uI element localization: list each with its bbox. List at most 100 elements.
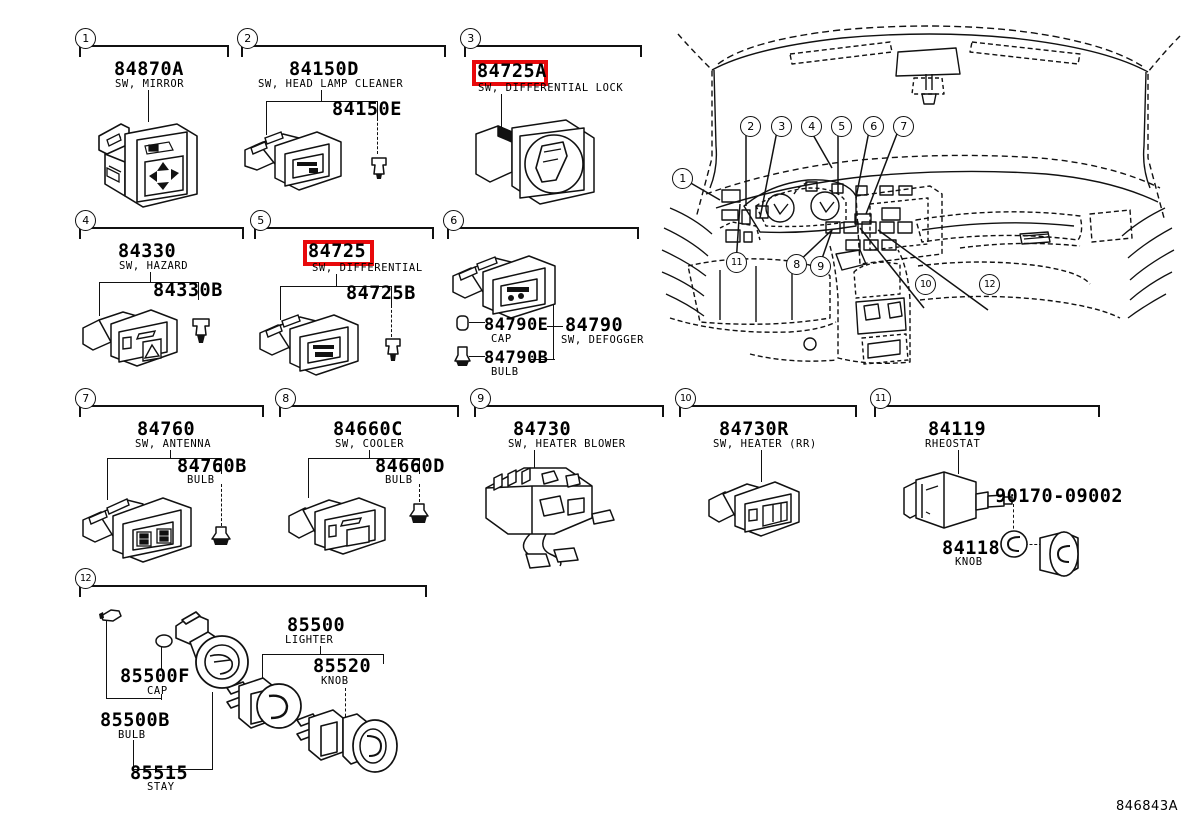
part-number-84730[interactable]: 84730	[513, 419, 572, 440]
leader-line-dashed	[391, 305, 392, 337]
dashboard-callout-3[interactable]: 3	[771, 116, 792, 137]
part-number-84150D[interactable]: 84150D	[289, 59, 359, 80]
part-number-85500F[interactable]: 85500F	[120, 666, 190, 687]
leader-line	[133, 740, 135, 770]
leader-line	[212, 692, 214, 770]
leader-line	[161, 694, 163, 700]
leader-line	[377, 101, 379, 119]
part-number-90170-09002[interactable]: 90170-09002	[995, 486, 1124, 507]
part-desc-84760B: BULB	[187, 474, 215, 486]
part-number-85500[interactable]: 85500	[287, 615, 346, 636]
leader-line	[150, 272, 152, 282]
part-number-84790E[interactable]: 84790E	[484, 315, 549, 335]
part-number-84660D[interactable]: 84660D	[375, 456, 445, 477]
dashboard-callout-10[interactable]: 10	[915, 274, 936, 295]
dashboard-callout-12[interactable]: 12	[979, 274, 1000, 295]
part-number-84330B[interactable]: 84330B	[153, 280, 223, 301]
part-desc-85515: STAY	[147, 781, 175, 793]
panel-1: 1 84870A SW, MIRROR	[75, 28, 235, 208]
part-number-84790[interactable]: 84790	[565, 315, 624, 336]
part-desc-84730R: SW, HEATER (RR)	[713, 438, 817, 450]
leader-line-dashed	[1013, 504, 1014, 534]
part-number-84790B[interactable]: 84790B	[484, 348, 549, 368]
dashboard-callout-9[interactable]: 9	[810, 256, 831, 277]
dashboard-callout-1[interactable]: 1	[672, 168, 693, 189]
part-number-84870A[interactable]: 84870A	[114, 59, 184, 80]
leader-line-dashed	[377, 118, 378, 154]
panel-callout-3: 3	[460, 28, 481, 49]
leader-line	[531, 359, 555, 361]
panel-8: 8 84660C SW, COOLER 84660D BULB	[275, 388, 470, 563]
panel-bracket-7	[79, 405, 264, 417]
dashboard-callout-8[interactable]: 8	[786, 254, 807, 275]
leader-line-dashed	[1020, 544, 1042, 546]
part-number-84760[interactable]: 84760	[137, 419, 196, 440]
illustration-heater-blower-switch	[480, 460, 630, 570]
panel-bracket-3	[464, 45, 642, 57]
leader-line	[266, 101, 378, 103]
part-number-84730R[interactable]: 84730R	[719, 419, 789, 440]
panel-4: 4 84330 SW, HAZARD 84330B	[75, 210, 250, 385]
dashboard-callout-4[interactable]: 4	[801, 116, 822, 137]
leader-line	[148, 90, 150, 122]
panel-callout-9: 9	[470, 388, 491, 409]
part-number-84725A[interactable]: 84725A	[477, 61, 547, 82]
part-number-84760B[interactable]: 84760B	[177, 456, 247, 477]
part-desc-84790: SW, DEFOGGER	[561, 334, 645, 346]
part-desc-84118: KNOB	[955, 556, 983, 568]
illustration-cap-85500F	[153, 632, 177, 652]
panel-callout-7: 7	[75, 388, 96, 409]
leader-line	[383, 654, 385, 664]
illustration-bulb-84760B	[208, 524, 236, 552]
panel-callout-11: 11	[870, 388, 891, 409]
part-number-84725B[interactable]: 84725B	[346, 283, 416, 304]
part-number-85515[interactable]: 85515	[130, 763, 189, 784]
illustration-cap-84790E	[453, 312, 473, 334]
panel-bracket-1	[79, 45, 229, 57]
panel-callout-12: 12	[75, 568, 96, 589]
dashboard-callout-6[interactable]: 6	[863, 116, 884, 137]
panel-5: 5 SW, DIFFERENTIAL 84725 84725B	[250, 210, 440, 385]
leader-line	[391, 286, 393, 306]
illustration-bulb-85500B	[97, 606, 127, 628]
illustration-lighter-knob-85520	[293, 702, 403, 792]
part-number-85500B[interactable]: 85500B	[100, 710, 170, 731]
panel-bracket-10	[679, 405, 857, 417]
panel-callout-4: 4	[75, 210, 96, 231]
part-desc-85520: KNOB	[321, 675, 349, 687]
leader-line	[308, 458, 420, 460]
sheet-reference-code: 846843A	[1115, 799, 1178, 814]
leader-line	[469, 356, 485, 358]
dashboard-callout-5[interactable]: 5	[831, 116, 852, 137]
leader-line	[308, 458, 310, 498]
part-number-84330[interactable]: 84330	[118, 241, 177, 262]
part-number-84660C[interactable]: 84660C	[333, 419, 403, 440]
dashboard-callout-2[interactable]: 2	[740, 116, 761, 137]
panel-callout-1: 1	[75, 28, 96, 49]
panel-callout-5: 5	[250, 210, 271, 231]
part-number-85520[interactable]: 85520	[313, 656, 372, 677]
dashboard-illustration	[660, 18, 1200, 378]
illustration-lighter-element-85500	[223, 672, 313, 752]
illustration-bulb-84660D	[406, 500, 434, 530]
dashboard-callout-7[interactable]: 7	[893, 116, 914, 137]
leader-line	[133, 769, 213, 771]
part-number-84119[interactable]: 84119	[928, 419, 987, 440]
part-number-84725[interactable]: 84725	[308, 241, 367, 262]
panel-bracket-9	[474, 405, 664, 417]
illustration-bulb-84790B	[452, 344, 474, 370]
part-desc-85500: LIGHTER	[285, 634, 334, 646]
panel-bracket-2	[241, 45, 446, 57]
leader-line	[419, 458, 421, 474]
part-number-84150E[interactable]: 84150E	[332, 99, 402, 120]
dashboard-callout-11[interactable]: 11	[726, 252, 747, 273]
panel-callout-10: 10	[675, 388, 696, 409]
panel-7: 7 84760 SW, ANTENNA 84760B BULB	[75, 388, 280, 563]
leader-line	[958, 450, 960, 474]
panel-12: 12 85500F CAP 85500B BULB 85515 STAY	[75, 568, 495, 808]
part-number-84118[interactable]: 84118	[942, 538, 1001, 559]
leader-line	[198, 282, 200, 300]
illustration-clip-84150E	[363, 154, 395, 186]
illustration-differential-lock-switch	[468, 112, 608, 212]
part-desc-84790B: BULB	[491, 366, 519, 378]
